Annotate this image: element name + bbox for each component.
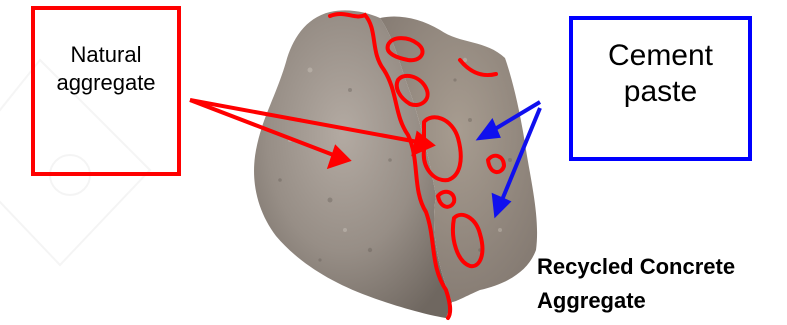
figure-caption: Recycled Concrete Aggregate — [537, 250, 735, 318]
cement-paste-label-box: Cement paste — [569, 16, 752, 161]
caption-line-1: Recycled Concrete — [537, 250, 735, 284]
natural-aggregate-label: Natural aggregate — [56, 41, 155, 97]
caption-line-2: Aggregate — [537, 284, 735, 318]
cement-paste-label: Cement paste — [608, 38, 713, 110]
natural-aggregate-label-box: Natural aggregate — [31, 6, 181, 176]
